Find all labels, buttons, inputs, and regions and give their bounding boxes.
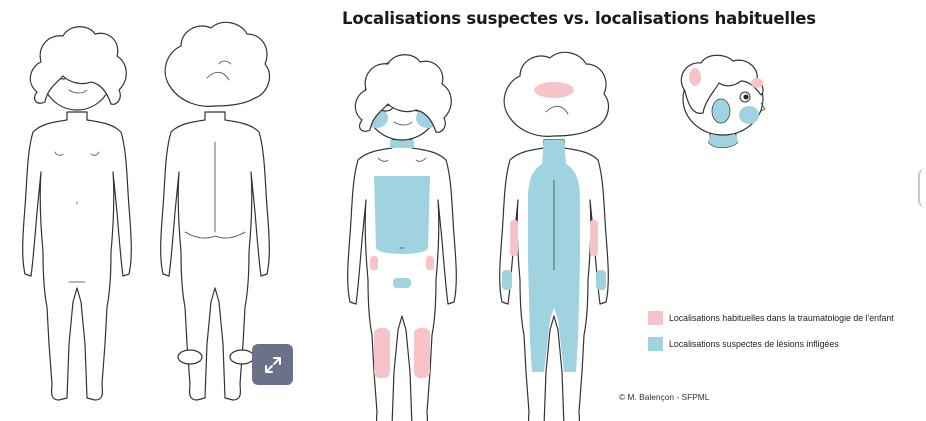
expand-arrows-icon bbox=[263, 355, 283, 375]
annotated-front-figure bbox=[348, 140, 457, 421]
blank-back-right-foot bbox=[230, 350, 254, 364]
credit-text: © M. Balençon - SFPML bbox=[619, 392, 709, 402]
suspect-zone-right-hand bbox=[596, 270, 606, 290]
habitual-zone-back-of-head bbox=[534, 82, 574, 98]
habitual-zone-side-scalp bbox=[689, 68, 701, 86]
blank-back-left-foot bbox=[178, 350, 202, 364]
annotated-back-figure bbox=[500, 140, 609, 421]
suspect-zone-side-cheek bbox=[739, 106, 759, 124]
habitual-zone-left-hip bbox=[370, 256, 378, 270]
suspect-zone-genital bbox=[393, 278, 411, 288]
blank-front-figure bbox=[23, 112, 132, 400]
diagram-title: Localisations suspectes vs. localisation… bbox=[342, 9, 816, 28]
habitual-zone-side-forehead bbox=[751, 78, 763, 88]
blank-back-head bbox=[165, 22, 269, 106]
habitual-zone-left-forearm bbox=[510, 220, 518, 256]
legend-swatch-habituelles bbox=[648, 311, 663, 325]
annotated-front-head bbox=[355, 55, 451, 140]
habitual-zone-right-hip bbox=[426, 256, 434, 270]
suspect-zone-ear bbox=[712, 99, 730, 123]
expand-button[interactable] bbox=[252, 344, 293, 385]
suspect-zone-torso bbox=[374, 176, 430, 254]
legend-swatch-suspectes bbox=[648, 337, 663, 351]
habitual-zone-right-shin bbox=[414, 328, 430, 378]
side-head-figure bbox=[681, 55, 765, 147]
legend-item-habituelles: Localisations habituelles dans la trauma… bbox=[648, 308, 894, 328]
legend-label-habituelles: Localisations habituelles dans la trauma… bbox=[669, 313, 894, 323]
suspect-zone-left-hand bbox=[502, 270, 512, 290]
habitual-zone-left-shin bbox=[374, 328, 390, 378]
legend-label-suspectes: Localisations suspectes de lésions infli… bbox=[669, 339, 839, 349]
legend-item-suspectes: Localisations suspectes de lésions infli… bbox=[648, 334, 839, 354]
annotated-back-head bbox=[504, 52, 608, 136]
side-panel-handle[interactable] bbox=[918, 168, 926, 208]
habitual-zone-right-forearm bbox=[590, 220, 598, 256]
suspect-zone-neck-front bbox=[390, 140, 414, 148]
blank-front-head bbox=[30, 27, 126, 110]
